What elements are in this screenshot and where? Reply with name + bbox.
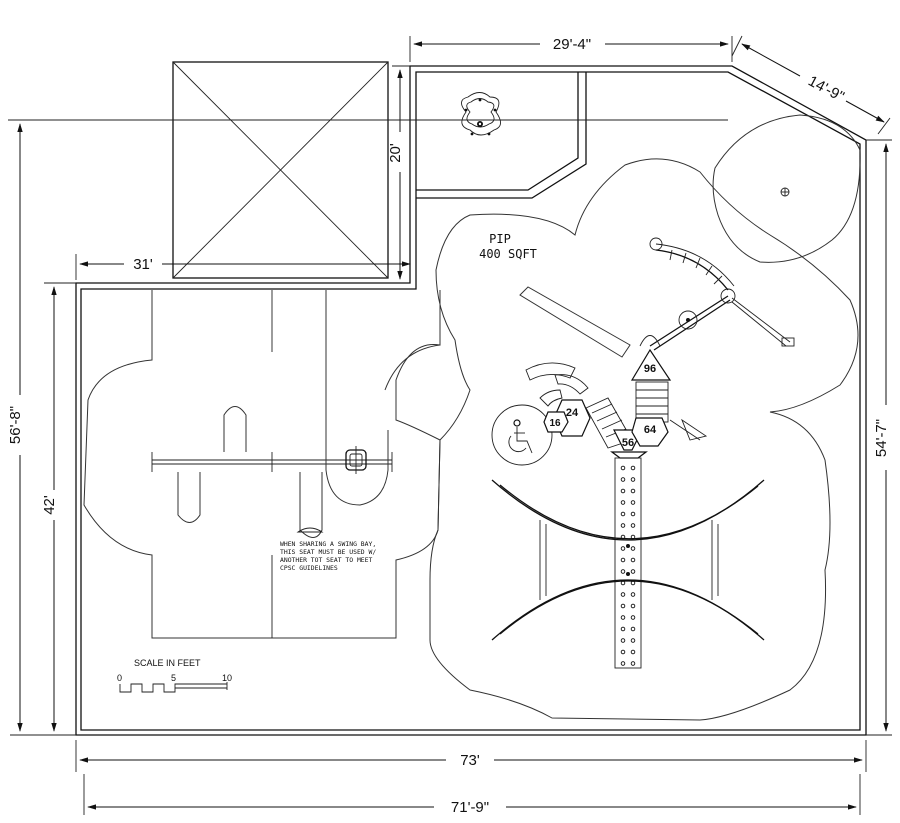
ladder-hold — [630, 500, 636, 505]
scale-tick-10: 10 — [222, 673, 232, 683]
ladder-hold — [630, 592, 636, 597]
ladder-hold — [630, 649, 636, 655]
dimension-top: 29'-4" — [409, 36, 733, 62]
ladder-hold — [630, 661, 636, 666]
scale-tick-0: 0 — [117, 673, 122, 683]
ladder-hold — [620, 546, 626, 551]
deck-height-label: 96 — [644, 363, 656, 375]
ladder-hold — [620, 592, 626, 597]
deck-height-label: 64 — [644, 424, 657, 436]
arch-climbers — [491, 479, 765, 641]
dimension-bottom-inner: 73' — [75, 740, 867, 772]
seat-marker-icon — [296, 527, 324, 533]
ladder-hold — [620, 465, 626, 471]
ladder-hold — [620, 615, 626, 620]
ladder-hold — [620, 500, 626, 505]
spinner-equipment-icon — [461, 92, 501, 136]
ladder-hold — [620, 649, 626, 655]
scale-bar: SCALE IN FEET 0 5 10 — [117, 658, 232, 693]
ladder-hold — [620, 477, 626, 482]
ladder-hold — [620, 638, 626, 643]
upper-enclosure — [416, 72, 587, 199]
tot-seat-icon — [345, 446, 367, 474]
dimension-overall-left: 56'-8" — [7, 123, 76, 736]
dimension-storage-depth: 20' — [387, 65, 410, 280]
dim-left-inner: 42' — [41, 495, 58, 515]
tree-icon — [780, 187, 790, 197]
climbing-ladder — [614, 457, 642, 669]
shelter-structure — [172, 61, 389, 279]
ladder-hold — [620, 511, 626, 517]
ladder-hold — [630, 546, 636, 551]
property-boundary — [75, 65, 867, 736]
dimension-bottom-overall: 71'-9" — [83, 774, 861, 816]
pip-label-line1: PIP — [489, 232, 511, 246]
ladder-hold — [630, 523, 636, 528]
dim-top-width: 29'-4" — [553, 36, 591, 53]
ladder-hold — [630, 488, 636, 494]
dimension-overall-right: 54'-7" — [866, 139, 892, 736]
dim-left-offset: 31' — [133, 256, 153, 273]
ladder-hold — [630, 638, 636, 643]
dimension-left-inner: 42' — [41, 282, 76, 732]
play-structure-use-zone — [429, 114, 861, 721]
dim-overall-left: 56'-8" — [7, 406, 24, 444]
upper-climbers — [639, 237, 795, 441]
dimension-diagonal: 14'-9" — [731, 35, 891, 135]
ladder-hold — [630, 465, 636, 471]
ladder-hold — [620, 557, 626, 563]
ladder-hold — [630, 569, 636, 574]
dim-bottom-inner: 73' — [460, 752, 480, 769]
scale-tick-5: 5 — [171, 673, 176, 683]
ladder-hold — [620, 523, 626, 528]
ladder-hold — [630, 626, 636, 632]
ladder-hold — [620, 569, 626, 574]
ladder-hold — [630, 603, 636, 609]
swing-note-line2: THIS SEAT MUST BE USED W/ — [280, 548, 376, 556]
dim-diagonal: 14'-9" — [805, 73, 847, 106]
wheelchair-access-icon — [491, 404, 553, 466]
swing-note: WHEN SHARING A SWING BAY, THIS SEAT MUST… — [280, 540, 376, 572]
dim-bottom-overall: 71'-9" — [451, 799, 489, 816]
dim-storage-depth: 20' — [387, 143, 404, 163]
deck-height-labels: 96 24 16 56 64 — [549, 363, 657, 449]
ladder-hold — [620, 603, 626, 609]
play-structure-decks — [543, 348, 672, 459]
ladder-hold — [620, 661, 626, 666]
swing-use-zone — [83, 290, 441, 639]
ladder-hold — [620, 626, 626, 632]
swing-note-line1: WHEN SHARING A SWING BAY, — [280, 540, 376, 548]
swing-note-line3: ANOTHER TOT SEAT TO MEET — [280, 556, 372, 564]
deck-height-label: 56 — [622, 437, 634, 449]
deck-height-label: 24 — [566, 407, 579, 419]
ladder-hold — [630, 557, 636, 563]
pip-label-line2: 400 SQFT — [479, 247, 537, 261]
ladder-hold — [630, 615, 636, 620]
curved-panels — [525, 362, 589, 407]
ladder-hold — [630, 477, 636, 482]
dim-overall-right: 54'-7" — [873, 419, 890, 457]
dimension-left-offset: 31' — [75, 254, 411, 280]
scale-title: SCALE IN FEET — [134, 658, 201, 668]
deck-height-label: 16 — [549, 418, 561, 429]
pip-area-label: PIP 400 SQFT — [479, 232, 537, 261]
ladder-hold — [630, 511, 636, 517]
ladder-hold — [620, 488, 626, 494]
swing-note-line4: CPSC GUIDELINES — [280, 564, 338, 572]
